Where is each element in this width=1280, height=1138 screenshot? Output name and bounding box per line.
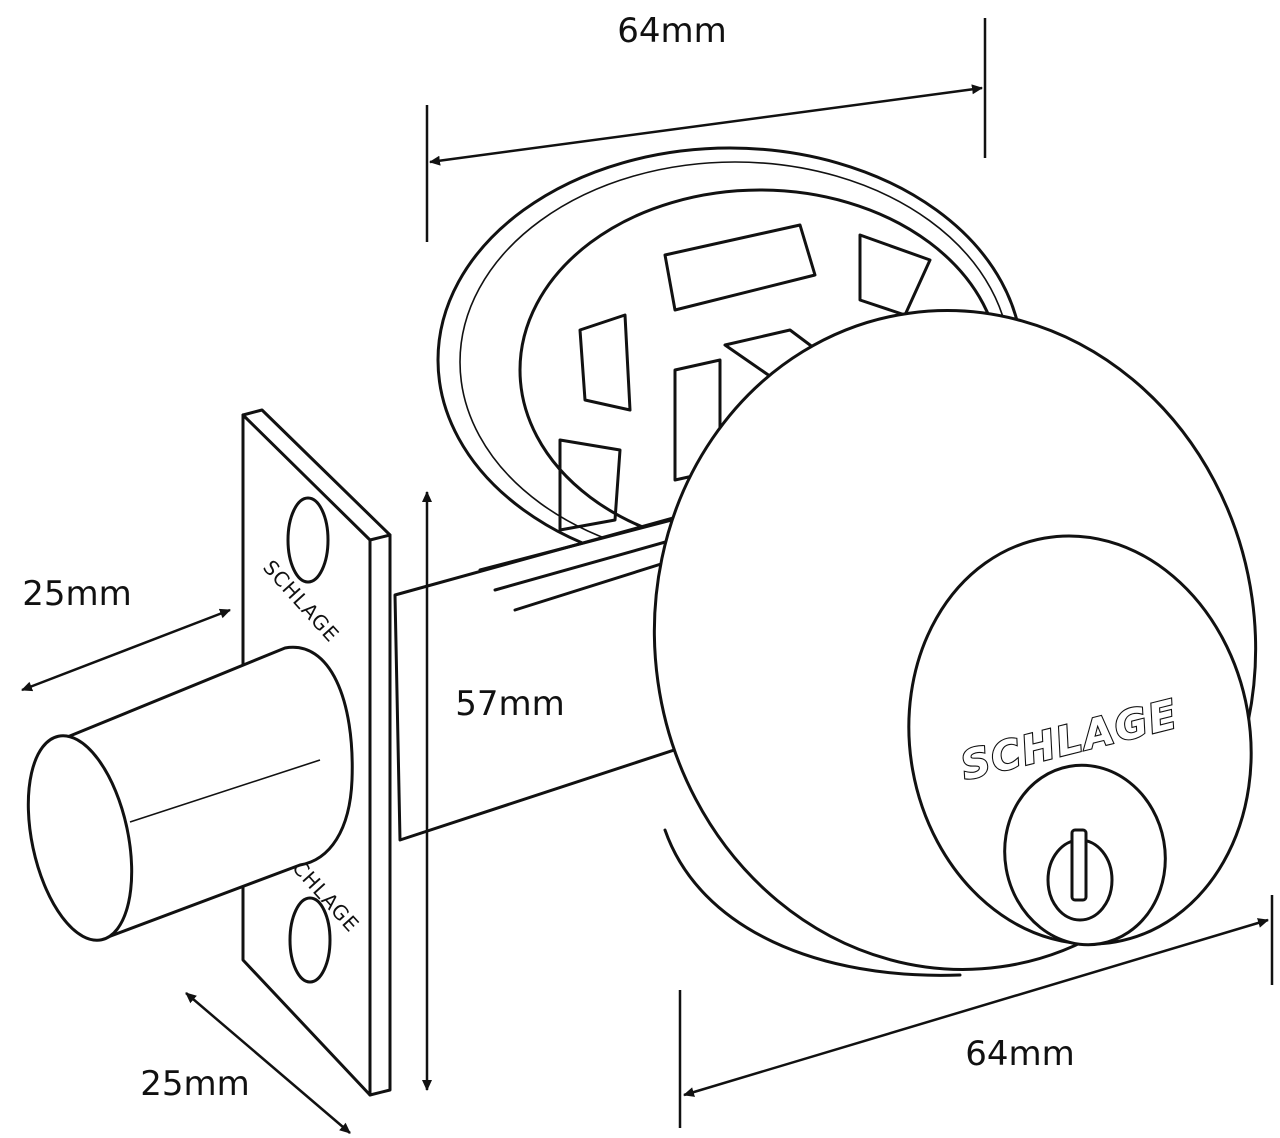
dimension-label-faceplate-width: 25mm [140, 1064, 250, 1104]
dimension-label-cylinder-width: 64mm [965, 1034, 1075, 1074]
latch-bolt [26, 645, 354, 942]
dimension-label-bolt-throw: 25mm [22, 574, 132, 614]
dimension-label-escutcheon-width: 64mm [617, 11, 727, 51]
dimension-lines [21, 18, 1274, 1134]
dimension-label-backset: 57mm [455, 684, 565, 724]
key-cylinder [1003, 763, 1167, 947]
